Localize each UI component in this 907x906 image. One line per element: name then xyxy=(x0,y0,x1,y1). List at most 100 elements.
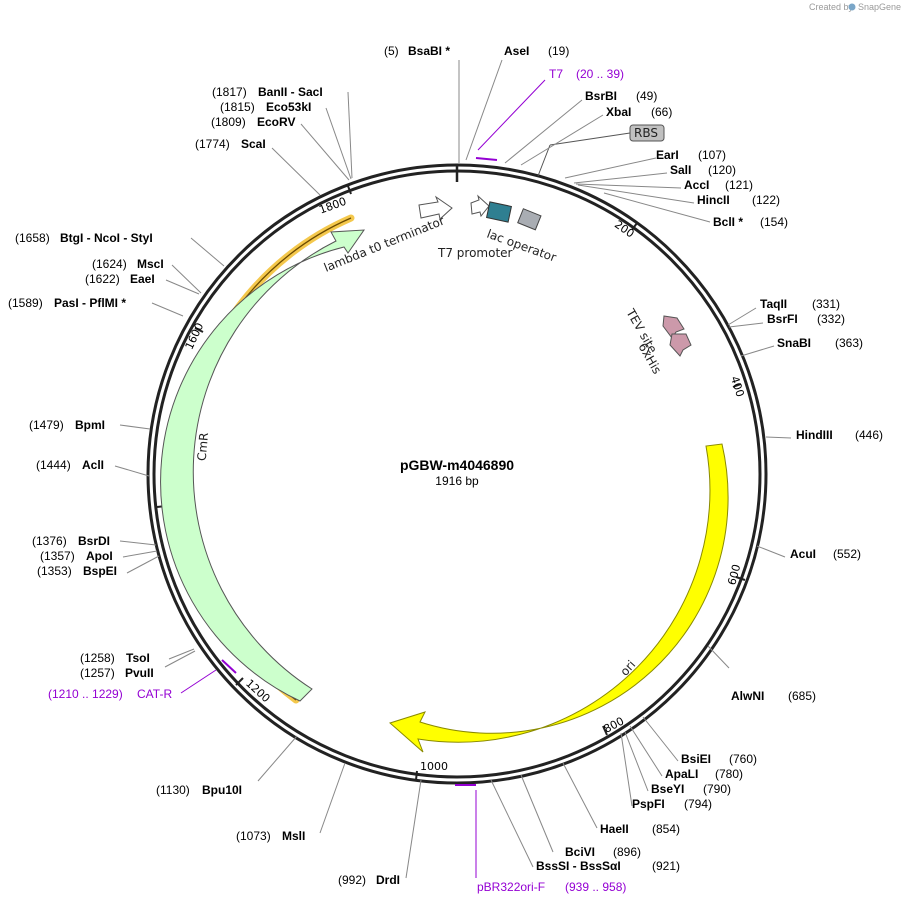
enzyme-banii-name[interactable]: BanII - SacI xyxy=(258,85,323,99)
enzyme-haeii-pos: (854) xyxy=(652,822,680,836)
enzyme-bsrbi-pos: (49) xyxy=(636,89,657,103)
enzyme-apali-pos: (780) xyxy=(715,767,743,781)
enzyme-msli-name[interactable]: MslI xyxy=(282,829,305,843)
enzyme-bspei-name[interactable]: BspEI xyxy=(83,564,117,578)
enzyme-xbai-pos: (66) xyxy=(651,105,672,119)
enzyme-pasi-name[interactable]: PasI - PflMI * xyxy=(54,296,126,310)
enzyme-ecorv-name[interactable]: EcoRV xyxy=(257,115,295,129)
enzyme-bsrdi-pos: (1376) xyxy=(32,534,67,548)
enzyme-bcli-name[interactable]: BclI * xyxy=(713,215,743,229)
enzyme-scai-name[interactable]: ScaI xyxy=(241,137,266,151)
enzyme-tsoi-name[interactable]: TsoI xyxy=(126,651,150,665)
enzyme-bseyi-pos: (790) xyxy=(703,782,731,796)
enzyme-acci-pos: (121) xyxy=(725,178,753,192)
enzyme-msci-name[interactable]: MscI xyxy=(137,257,164,271)
enzyme-btgi-pos: (1658) xyxy=(15,231,50,245)
enzyme-eco53ki-pos: (1815) xyxy=(220,100,255,114)
enzyme-bpu10i-name[interactable]: Bpu10I xyxy=(202,783,242,797)
credit-brand: SnapGene xyxy=(858,2,901,12)
snapgene-logo-icon xyxy=(848,3,856,11)
leader-lines xyxy=(114,59,792,879)
enzyme-alwni-name[interactable]: AlwNI xyxy=(731,689,764,703)
enzyme-btgi-name[interactable]: BtgI - NcoI - StyI xyxy=(60,231,153,245)
t7-primer-range: (20 .. 39) xyxy=(576,67,624,81)
enzyme-acui-name[interactable]: AcuI xyxy=(790,547,816,561)
enzyme-bsiei-name[interactable]: BsiEI xyxy=(681,752,711,766)
enzyme-pvuii-name[interactable]: PvuII xyxy=(125,666,154,680)
lambda-terminator-arrow[interactable] xyxy=(418,195,453,220)
his-tag-label: 6xHis xyxy=(635,341,664,377)
enzyme-bsssi-pos: (921) xyxy=(652,859,680,873)
tev-site-arrow[interactable] xyxy=(662,315,685,339)
enzyme-bsssi-name[interactable]: BssSI - BssSαI xyxy=(536,859,621,873)
enzyme-apoi-pos: (1357) xyxy=(40,549,75,563)
enzyme-hindiii-pos: (446) xyxy=(855,428,883,442)
enzyme-bsrfi-name[interactable]: BsrFI xyxy=(767,312,798,326)
enzyme-apali-name[interactable]: ApaLI xyxy=(665,767,698,781)
t7-primer-name[interactable]: T7 xyxy=(549,67,563,81)
enzyme-eco53ki-name[interactable]: Eco53kI xyxy=(266,100,311,114)
enzyme-pvuii-pos: (1257) xyxy=(80,666,115,680)
enzyme-acli-pos: (1444) xyxy=(36,458,71,472)
enzyme-bsiei-pos: (760) xyxy=(729,752,757,766)
enzyme-bcli-pos: (154) xyxy=(760,215,788,229)
enzyme-bsrdi-name[interactable]: BsrDI xyxy=(78,534,110,548)
enzyme-snabi-name[interactable]: SnaBI xyxy=(777,336,811,350)
t7-primer-bar xyxy=(475,157,498,161)
enzyme-eari-pos: (107) xyxy=(698,148,726,162)
enzyme-acui-pos: (552) xyxy=(833,547,861,561)
pbr322-primer-name[interactable]: pBR322ori-F xyxy=(477,880,545,894)
lac-operator-box[interactable] xyxy=(517,208,542,231)
tick-1800: 1800 xyxy=(317,195,348,217)
enzyme-pasi-pos: (1589) xyxy=(8,296,43,310)
catr-primer-name[interactable]: CAT-R xyxy=(137,687,172,701)
enzyme-acli-name[interactable]: AclI xyxy=(82,458,104,472)
cmr-arrow[interactable] xyxy=(160,229,365,702)
enzyme-pspfi-name[interactable]: PspFI xyxy=(632,797,665,811)
enzyme-bpmi-pos: (1479) xyxy=(29,418,64,432)
credit-prefix: Created by xyxy=(809,2,854,12)
enzyme-sali-name[interactable]: SalI xyxy=(670,163,691,177)
enzyme-bcivi-name[interactable]: BciVI xyxy=(565,845,595,859)
enzyme-bcivi-pos: (896) xyxy=(613,845,641,859)
plasmid-length: 1916 bp xyxy=(435,474,479,488)
enzyme-bpu10i-pos: (1130) xyxy=(156,783,190,797)
pbr322-primer-range: (939 .. 958) xyxy=(565,880,626,894)
enzyme-msci-pos: (1624) xyxy=(92,257,127,271)
tick-600: 600 xyxy=(725,563,743,587)
plasmid-name: pGBW-m4046890 xyxy=(400,457,514,473)
enzyme-hincii-name[interactable]: HincII xyxy=(697,193,730,207)
enzyme-drdi-name[interactable]: DrdI xyxy=(376,873,400,887)
enzyme-snabi-pos: (363) xyxy=(835,336,863,350)
enzyme-haeii-name[interactable]: HaeII xyxy=(600,822,629,836)
ori-arrow[interactable] xyxy=(389,443,729,753)
his-tag-arrow[interactable] xyxy=(669,333,692,357)
catr-primer-range: (1210 .. 1229) xyxy=(48,687,123,701)
enzyme-msli-pos: (1073) xyxy=(236,829,271,843)
t7-box[interactable] xyxy=(485,201,513,223)
enzyme-pspfi-pos: (794) xyxy=(684,797,712,811)
enzyme-bsrfi-pos: (332) xyxy=(817,312,845,326)
enzyme-acci-name[interactable]: AccI xyxy=(684,178,709,192)
enzyme-xbai-name[interactable]: XbaI xyxy=(606,105,631,119)
enzyme-eari-name[interactable]: EarI xyxy=(656,148,679,162)
enzyme-alwni-pos: (685) xyxy=(788,689,816,703)
catr-primer-bar xyxy=(221,659,237,674)
enzyme-bpmi-name[interactable]: BpmI xyxy=(75,418,105,432)
t7-promoter-arrow[interactable] xyxy=(470,194,490,218)
tick-1000: 1000 xyxy=(420,760,448,773)
enzyme-sali-pos: (120) xyxy=(708,163,736,177)
enzyme-asei-name[interactable]: AseI xyxy=(504,44,529,58)
enzyme-eaei-name[interactable]: EaeI xyxy=(130,272,155,286)
enzyme-bsabi-name[interactable]: BsaBI * xyxy=(408,44,450,58)
enzyme-bseyi-name[interactable]: BseYI xyxy=(651,782,684,796)
enzyme-hindiii-name[interactable]: HindIII xyxy=(796,428,833,442)
enzyme-bsrbi-name[interactable]: BsrBI xyxy=(585,89,617,103)
enzyme-banii-pos: (1817) xyxy=(212,85,247,99)
enzyme-labels: (5) BsaBI * AseI (19) BsrBI (49) XbaI (6… xyxy=(8,44,883,887)
enzyme-apoi-name[interactable]: ApoI xyxy=(86,549,113,563)
enzyme-scai-pos: (1774) xyxy=(195,137,230,151)
enzyme-taqii-pos: (331) xyxy=(812,297,840,311)
enzyme-taqii-name[interactable]: TaqII xyxy=(760,297,787,311)
enzyme-asei-pos: (19) xyxy=(548,44,569,58)
